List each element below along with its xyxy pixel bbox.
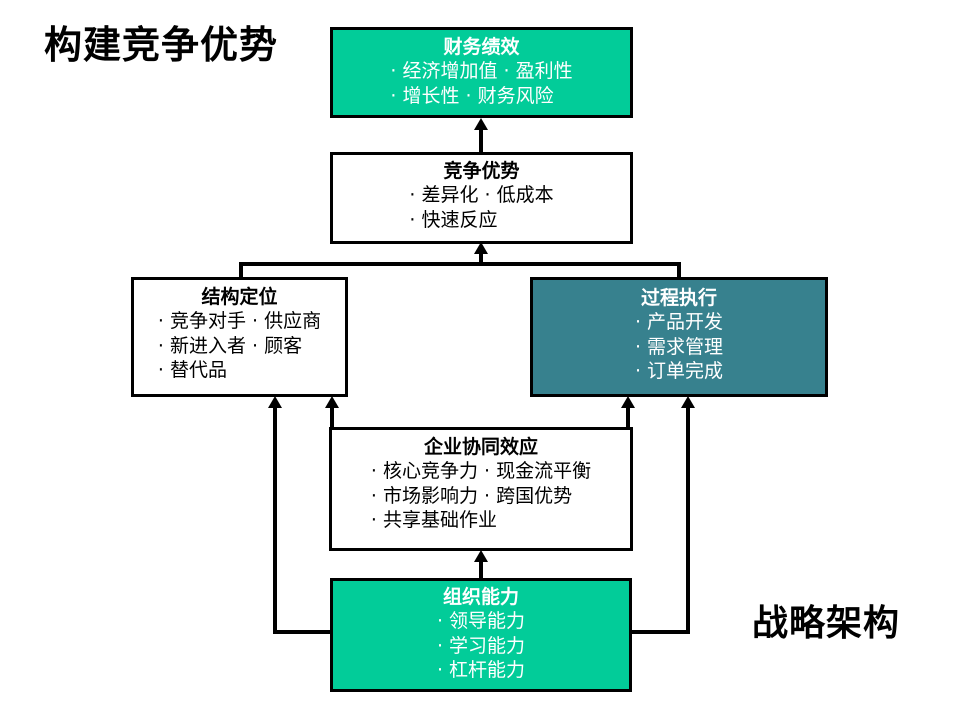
arrowhead-capability-to-process [681,396,695,408]
arrowhead-synergy-to-structural [325,396,339,408]
connector-process-riser [677,262,681,278]
node-title: 结构定位 [201,286,278,308]
node-bullet: · 学习能力 [436,634,526,657]
node-competitive-advantage[interactable]: 竞争优势 · 差异化 · 低成本 · 快速反应 [330,152,633,244]
arrowhead-bracket-to-competitive [474,242,488,254]
arrowhead-capability-to-synergy [474,550,488,562]
node-title: 竞争优势 [443,160,520,182]
node-bullet-list: · 核心竞争力 · 现金流平衡 · 市场影响力 · 跨国优势 · 共享基础作业 [371,459,591,533]
connector-capability-to-synergy [479,562,483,580]
node-bullet: · 差异化 · 低成本 [409,183,554,206]
node-bullet: · 竞争对手 · 供应商 [157,309,322,332]
node-bullet-list: · 差异化 · 低成本 · 快速反应 [409,183,553,232]
node-corporate-synergy[interactable]: 企业协同效应 · 核心竞争力 · 现金流平衡 · 市场影响力 · 跨国优势 · … [329,427,633,551]
node-bullet: · 增长性 · 财务风险 [390,84,554,107]
connector-structural-riser [239,262,243,278]
node-bullet: · 快速反应 [409,208,498,231]
node-bullet: · 领导能力 [436,609,526,632]
node-structural-positioning[interactable]: 结构定位 · 竞争对手 · 供应商 · 新进入者 · 顾客 · 替代品 [131,277,348,397]
connector-capability-to-structural-horizontal [273,630,333,634]
connector-capability-to-process-horizontal [628,630,690,634]
connector-bracket-horizontal-lower [239,262,681,266]
node-bullet: · 市场影响力 · 跨国优势 [370,484,573,507]
node-title: 组织能力 [442,586,519,608]
node-bullet: · 经济增加值 · 盈利性 [390,59,573,82]
connector-bracket-stem-to-competitive [479,253,483,265]
node-bullet-list: · 竞争对手 · 供应商 · 新进入者 · 顾客 · 替代品 [158,309,321,383]
node-bullet: · 需求管理 [634,335,724,358]
page-title: 构建竞争优势 [44,23,279,67]
node-bullet: · 产品开发 [634,310,724,333]
node-bullet: · 共享基础作业 [370,509,497,532]
node-bullet-list: · 领导能力 · 学习能力 · 杠杆能力 [437,609,525,683]
node-title: 企业协同效应 [423,436,538,458]
node-bullet: · 新进入者 · 顾客 [157,334,303,357]
connector-capability-to-process-vertical [686,408,690,634]
arrowhead-capability-to-structural [268,396,282,408]
arrowhead-synergy-to-process [621,396,635,408]
node-bullet: · 杠杆能力 [436,659,526,682]
node-bullet-list: · 产品开发 · 需求管理 · 订单完成 [635,310,723,384]
diagram-subtitle: 战略架构 [752,603,901,644]
node-title: 财务绩效 [443,36,520,58]
node-title: 过程执行 [640,287,717,309]
node-bullet: · 核心竞争力 · 现金流平衡 [370,459,592,482]
node-financial-performance[interactable]: 财务绩效 · 经济增加值 · 盈利性 · 增长性 · 财务风险 [330,27,633,118]
connector-synergy-left-stem [330,408,334,428]
node-bullet-list: · 经济增加值 · 盈利性 · 增长性 · 财务风险 [390,59,572,108]
arrowhead-competitive-to-financial [474,118,488,130]
node-bullet: · 替代品 [157,359,227,382]
connector-synergy-right-stem [626,408,630,428]
connector-competitive-to-financial [479,130,483,153]
node-bullet: · 订单完成 [634,360,724,383]
node-process-execution[interactable]: 过程执行 · 产品开发 · 需求管理 · 订单完成 [530,277,828,397]
connector-capability-to-structural-vertical [273,408,277,634]
node-organizational-capability[interactable]: 组织能力 · 领导能力 · 学习能力 · 杠杆能力 [330,578,632,692]
